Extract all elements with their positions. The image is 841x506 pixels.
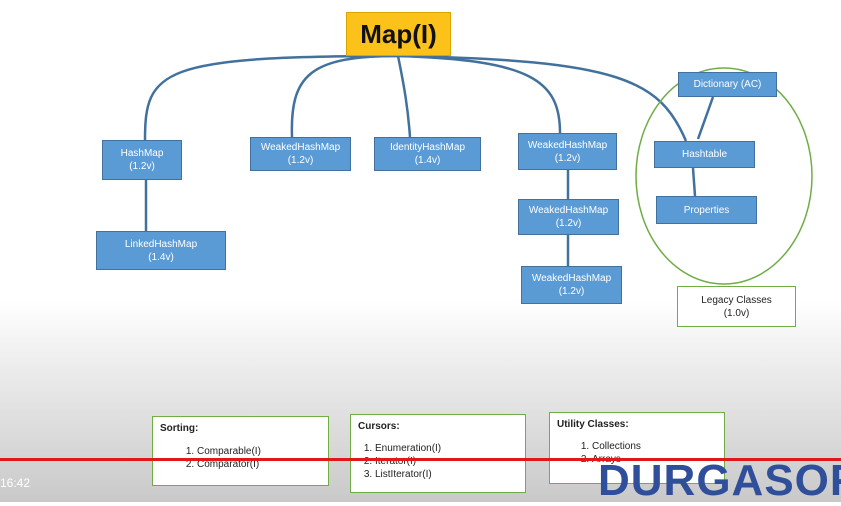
node-weakedhashmap-2: WeakedHashMap (1.2v) bbox=[518, 133, 617, 170]
legacy-classes-ring bbox=[635, 67, 813, 285]
cursors-panel-title: Cursors: bbox=[358, 421, 400, 432]
connector-map-hashmap bbox=[143, 54, 399, 141]
connector-map-weakedhashmap bbox=[290, 54, 399, 138]
cursors-item: Iterator(I) bbox=[375, 455, 441, 468]
node-weakedhashmap-3: WeakedHashMap (1.2v) bbox=[518, 199, 619, 235]
connector-map-identityhashmap bbox=[396, 55, 412, 138]
video-timestamp: 16:42 bbox=[0, 476, 31, 490]
node-linkedhashmap-name: LinkedHashMap bbox=[124, 238, 198, 250]
connector-dictionary-hashtable bbox=[696, 96, 715, 140]
node-hashmap: HashMap (1.2v) bbox=[102, 140, 182, 180]
node-properties-name: Properties bbox=[683, 204, 730, 216]
sorting-panel: Sorting: Comparable(I) Comparator(I) bbox=[152, 416, 329, 486]
node-weakedhashmap-3-name: WeakedHashMap bbox=[528, 205, 609, 216]
cursors-item: ListIterator(I) bbox=[375, 468, 441, 481]
channel-watermark: DURGASOF bbox=[598, 456, 841, 505]
connector-map-hashtable bbox=[397, 54, 688, 142]
sorting-item: Comparable(I) bbox=[197, 445, 261, 458]
node-weakedhashmap-1-version: (1.2v) bbox=[287, 155, 314, 166]
node-identityhashmap-version: (1.4v) bbox=[414, 155, 441, 166]
connector-hashtable-properties bbox=[691, 167, 697, 197]
node-weakedhashmap-2-name: WeakedHashMap bbox=[527, 139, 608, 151]
node-linkedhashmap: LinkedHashMap (1.4v) bbox=[96, 231, 226, 270]
map-interface-title: Map(I) bbox=[346, 12, 451, 56]
node-hashtable: Hashtable bbox=[654, 141, 755, 168]
legacy-classes-text: Legacy Classes bbox=[701, 294, 772, 306]
node-dictionary: Dictionary (AC) bbox=[678, 72, 777, 97]
node-weakedhashmap-1-name: WeakedHashMap bbox=[260, 142, 341, 153]
legacy-classes-label: Legacy Classes (1.0v) bbox=[677, 286, 796, 327]
cursors-list: Enumeration(I) Iterator(I) ListIterator(… bbox=[355, 442, 441, 481]
node-identityhashmap: IdentityHashMap (1.4v) bbox=[374, 137, 481, 171]
node-weakedhashmap-2-version: (1.2v) bbox=[554, 152, 581, 164]
node-weakedhashmap-4-name: WeakedHashMap bbox=[531, 273, 612, 284]
node-properties: Properties bbox=[656, 196, 757, 224]
node-dictionary-name: Dictionary (AC) bbox=[693, 79, 762, 90]
cursors-item: Enumeration(I) bbox=[375, 442, 441, 455]
connector-map-weakedhashmap2 bbox=[397, 54, 562, 134]
sorting-panel-title: Sorting: bbox=[160, 423, 199, 434]
node-hashmap-name: HashMap bbox=[120, 148, 164, 159]
node-hashmap-version: (1.2v) bbox=[129, 161, 155, 172]
node-hashtable-name: Hashtable bbox=[681, 149, 728, 160]
video-progress-bar[interactable] bbox=[0, 458, 841, 461]
cursors-panel: Cursors: Enumeration(I) Iterator(I) List… bbox=[350, 414, 526, 493]
node-identityhashmap-name: IdentityHashMap bbox=[389, 142, 466, 153]
node-weakedhashmap-4-version: (1.2v) bbox=[558, 286, 585, 297]
node-weakedhashmap-4: WeakedHashMap (1.2v) bbox=[521, 266, 622, 304]
legacy-classes-version: (1.0v) bbox=[723, 307, 750, 319]
node-linkedhashmap-version: (1.4v) bbox=[148, 251, 174, 263]
node-weakedhashmap-1: WeakedHashMap (1.2v) bbox=[250, 137, 351, 171]
node-weakedhashmap-3-version: (1.2v) bbox=[555, 218, 582, 229]
utility-classes-panel: Utility Classes: Collections Arrays bbox=[549, 412, 725, 484]
sorting-list: Comparable(I) Comparator(I) bbox=[177, 445, 261, 471]
sorting-item: Comparator(I) bbox=[197, 458, 261, 471]
utility-panel-title: Utility Classes: bbox=[557, 419, 629, 430]
utility-item: Collections bbox=[592, 440, 641, 453]
